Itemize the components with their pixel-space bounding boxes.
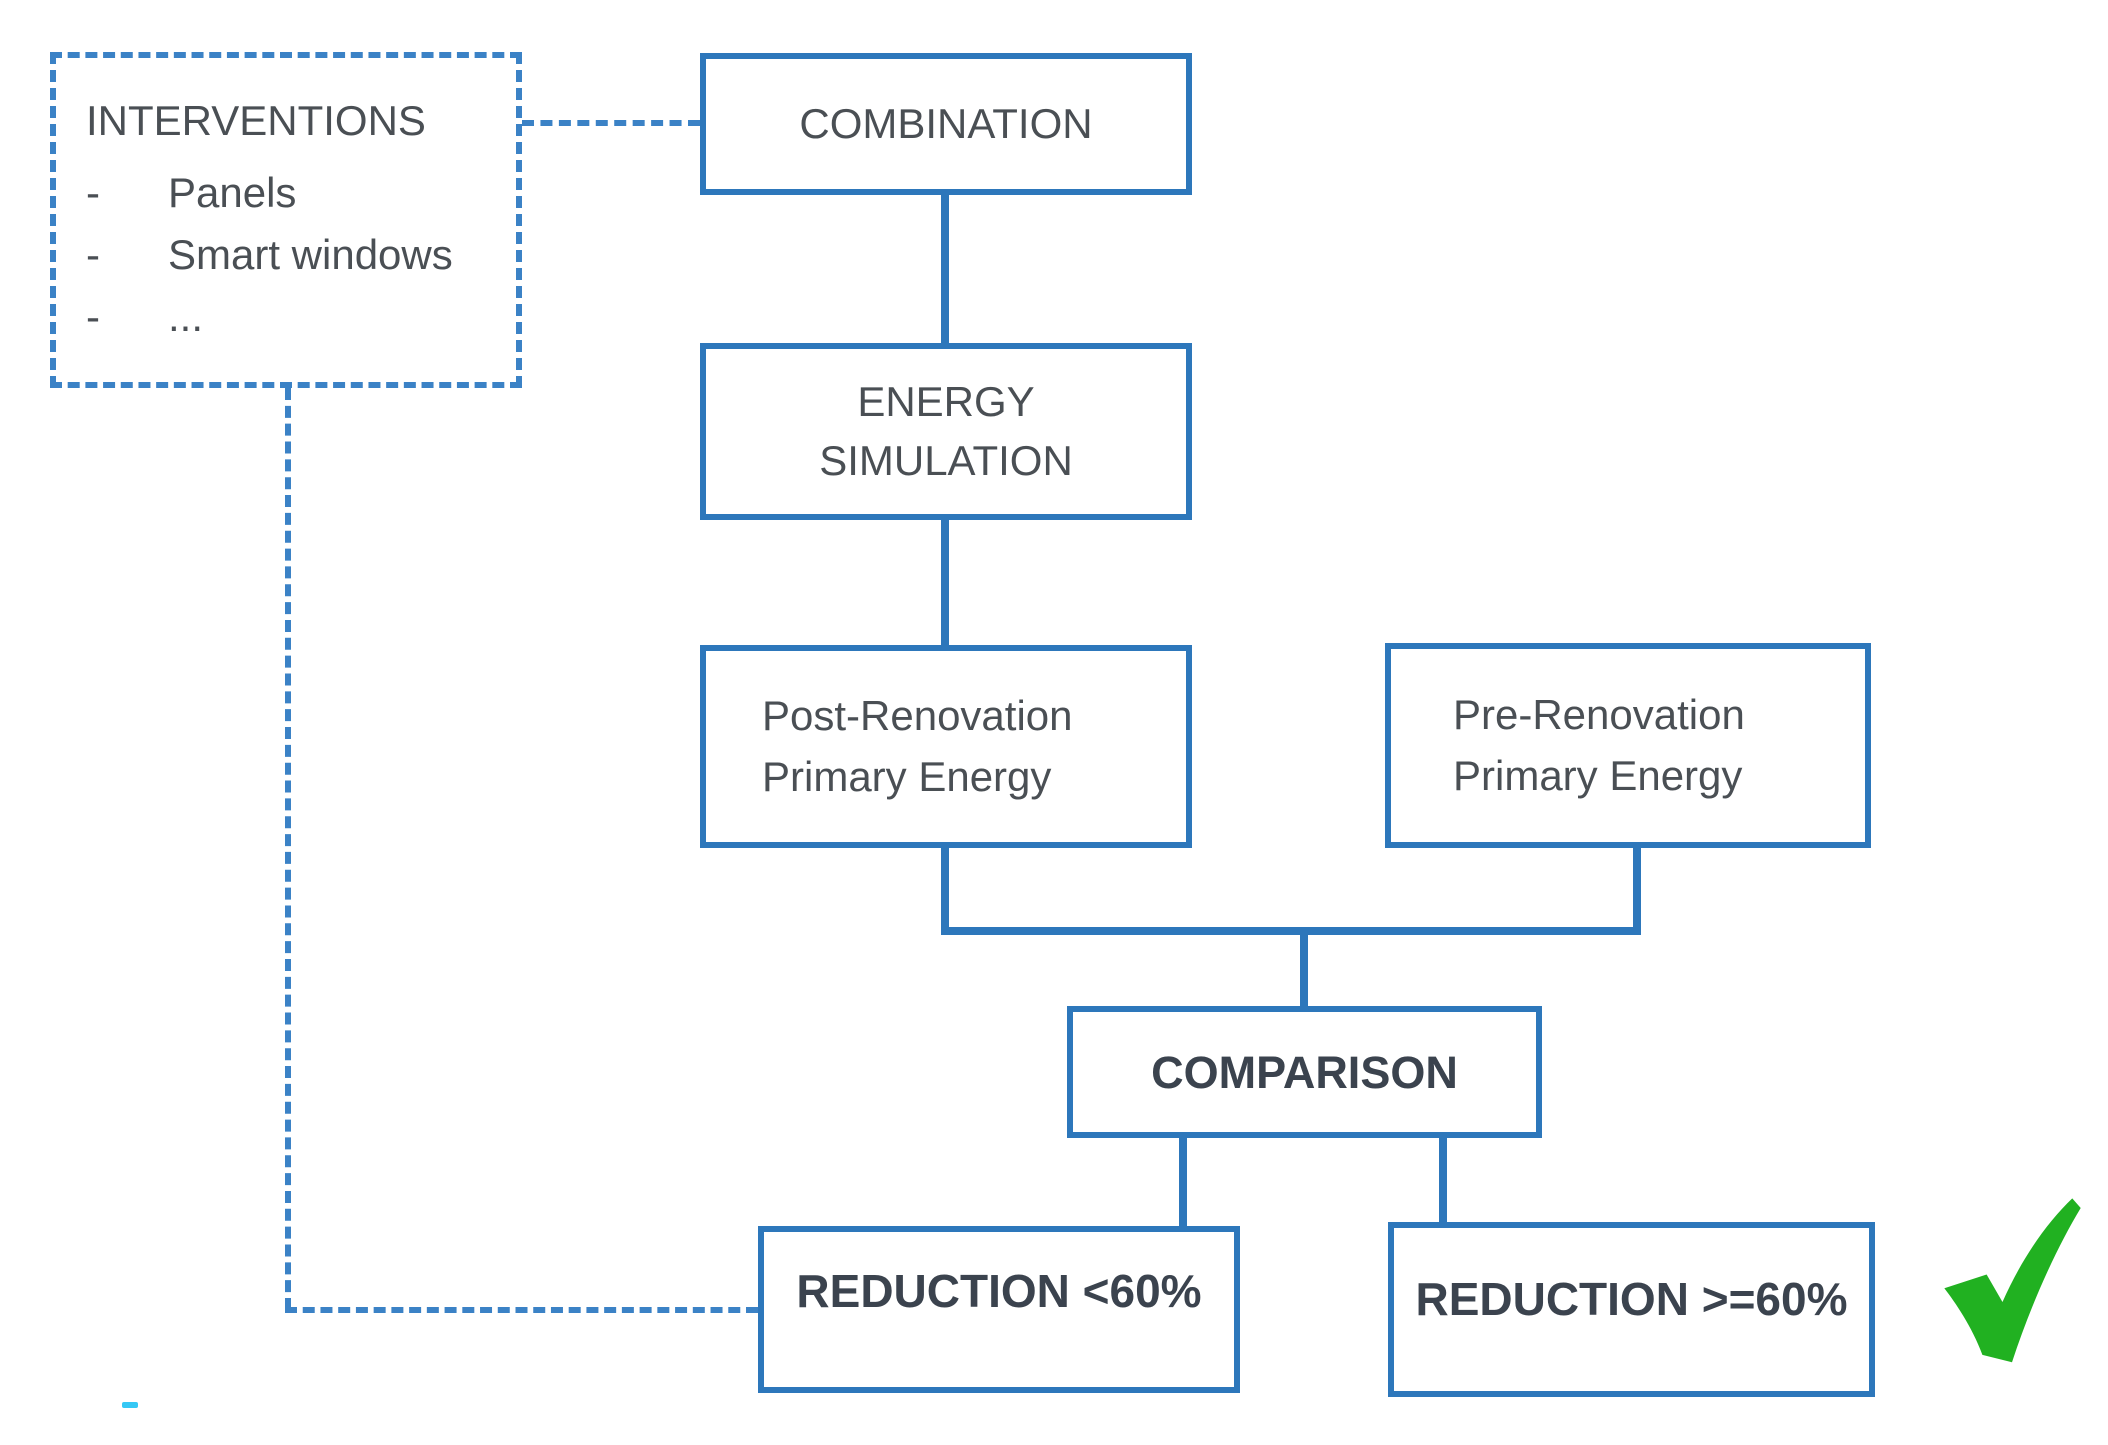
connector-comparison-reduction-above bbox=[1439, 1138, 1447, 1222]
dashed-connector-interventions-combination bbox=[522, 120, 700, 126]
energy-simulation-box: ENERGY SIMULATION bbox=[700, 343, 1192, 520]
pre-renovation-box: Pre-Renovation Primary Energy bbox=[1385, 643, 1871, 848]
reduction-at-least-60-box: REDUCTION >=60% bbox=[1388, 1222, 1875, 1397]
list-item: - Panels bbox=[86, 162, 516, 224]
comparison-box: COMPARISON bbox=[1067, 1006, 1542, 1138]
list-item-label: Panels bbox=[168, 169, 297, 216]
connector-pre-merge bbox=[1633, 847, 1641, 935]
interventions-title: INTERVENTIONS bbox=[86, 97, 426, 144]
reduction-below-60-box: REDUCTION <60% bbox=[758, 1226, 1240, 1393]
connector-comparison-reduction-below bbox=[1179, 1138, 1187, 1226]
list-item-label: Smart windows bbox=[168, 231, 453, 278]
connector-energy-post bbox=[941, 520, 949, 645]
list-bullet: - bbox=[86, 169, 100, 216]
connector-combination-energy bbox=[941, 195, 949, 343]
list-bullet: - bbox=[86, 293, 100, 340]
post-renovation-box: Post-Renovation Primary Energy bbox=[700, 645, 1192, 848]
connector-merge-comparison bbox=[1300, 935, 1308, 1006]
list-item: - ... bbox=[86, 286, 516, 348]
connector-merge-horizontal bbox=[941, 927, 1641, 935]
dashed-feedback-line-vertical bbox=[285, 388, 291, 1310]
interventions-box: INTERVENTIONS - Panels - Smart windows -… bbox=[50, 52, 522, 388]
stray-cyan-dash bbox=[122, 1402, 138, 1408]
dashed-feedback-line-horizontal bbox=[285, 1307, 758, 1313]
list-item-label: ... bbox=[168, 293, 204, 340]
success-check-icon bbox=[1938, 1192, 2086, 1374]
combination-box: COMBINATION bbox=[700, 53, 1192, 195]
connector-post-merge bbox=[941, 848, 949, 935]
list-bullet: - bbox=[86, 231, 100, 278]
list-item: - Smart windows bbox=[86, 224, 516, 286]
